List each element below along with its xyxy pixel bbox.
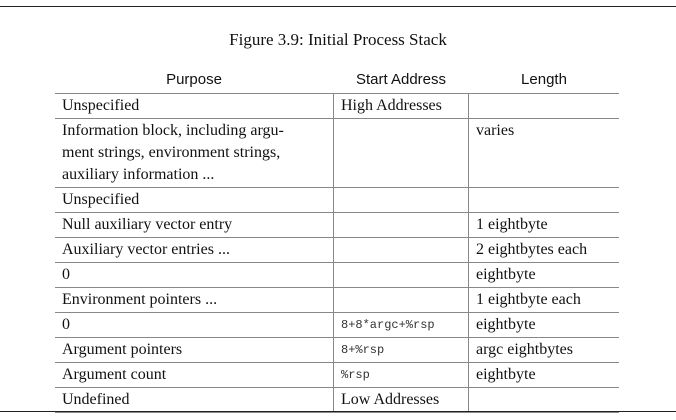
purpose-line: auxiliary information ...: [62, 166, 215, 183]
length-cell: [468, 387, 619, 413]
table-row: Environment pointers ... 1 eightbyte eac…: [55, 287, 619, 313]
length-cell: eightbyte: [468, 362, 619, 388]
purpose-cell: 0: [55, 262, 334, 288]
table-row: 0 8+8*argc+%rsp eightbyte: [55, 312, 619, 338]
length-cell: [468, 93, 619, 119]
start-address-cell: %rsp: [333, 362, 469, 388]
purpose-cell: Information block, including argu- ment …: [55, 118, 334, 188]
start-address-cell: 8+%rsp: [333, 337, 469, 363]
start-address-cell: [333, 118, 469, 188]
start-address-cell: [333, 287, 469, 313]
start-address-cell: High Addresses: [333, 93, 469, 119]
purpose-cell: 0: [55, 312, 334, 338]
header-start-address: Start Address: [355, 71, 447, 88]
purpose-cell: Argument count: [55, 362, 334, 388]
purpose-line: Information block, including argu-: [62, 122, 284, 139]
purpose-cell: Unspecified: [55, 93, 334, 119]
bottom-rule: [0, 411, 676, 412]
length-cell: 1 eightbyte each: [468, 287, 619, 313]
purpose-line: ment strings, environment strings,: [62, 144, 281, 161]
start-address-cell: [333, 212, 469, 238]
figure-caption: Figure 3.9: Initial Process Stack: [229, 30, 447, 49]
start-address-cell: [333, 187, 469, 213]
table-row: Undefined Low Addresses: [55, 387, 619, 413]
start-address-cell: 8+8*argc+%rsp: [333, 312, 469, 338]
start-address-cell: [333, 262, 469, 288]
stack-table: Unspecified High Addresses Information b…: [55, 93, 619, 413]
table-row: Argument pointers 8+%rsp argc eightbytes: [55, 337, 619, 363]
start-address-cell: [333, 237, 469, 263]
header-purpose: Purpose: [166, 71, 222, 88]
length-cell: argc eightbytes: [468, 337, 619, 363]
length-cell: 2 eightbytes each: [468, 237, 619, 263]
purpose-cell: Null auxiliary vector entry: [55, 212, 334, 238]
length-cell: varies: [468, 118, 619, 188]
length-cell: 1 eightbyte: [468, 212, 619, 238]
start-address-cell: Low Addresses: [333, 387, 469, 413]
purpose-cell: Undefined: [55, 387, 334, 413]
length-cell: eightbyte: [468, 262, 619, 288]
table-row: Unspecified High Addresses: [55, 93, 619, 119]
purpose-cell: Environment pointers ...: [55, 287, 334, 313]
table-row: Argument count %rsp eightbyte: [55, 362, 619, 388]
length-cell: eightbyte: [468, 312, 619, 338]
table-row: Null auxiliary vector entry 1 eightbyte: [55, 212, 619, 238]
purpose-cell: Unspecified: [55, 187, 334, 213]
table-row: Auxiliary vector entries ... 2 eightbyte…: [55, 237, 619, 263]
purpose-cell: Argument pointers: [55, 337, 334, 363]
table-row: Unspecified: [55, 187, 619, 213]
table-row: Information block, including argu- ment …: [55, 118, 619, 188]
purpose-cell: Auxiliary vector entries ...: [55, 237, 334, 263]
length-cell: [468, 187, 619, 213]
table-row: 0 eightbyte: [55, 262, 619, 288]
header-length: Length: [521, 71, 567, 88]
top-rule: [0, 6, 676, 7]
